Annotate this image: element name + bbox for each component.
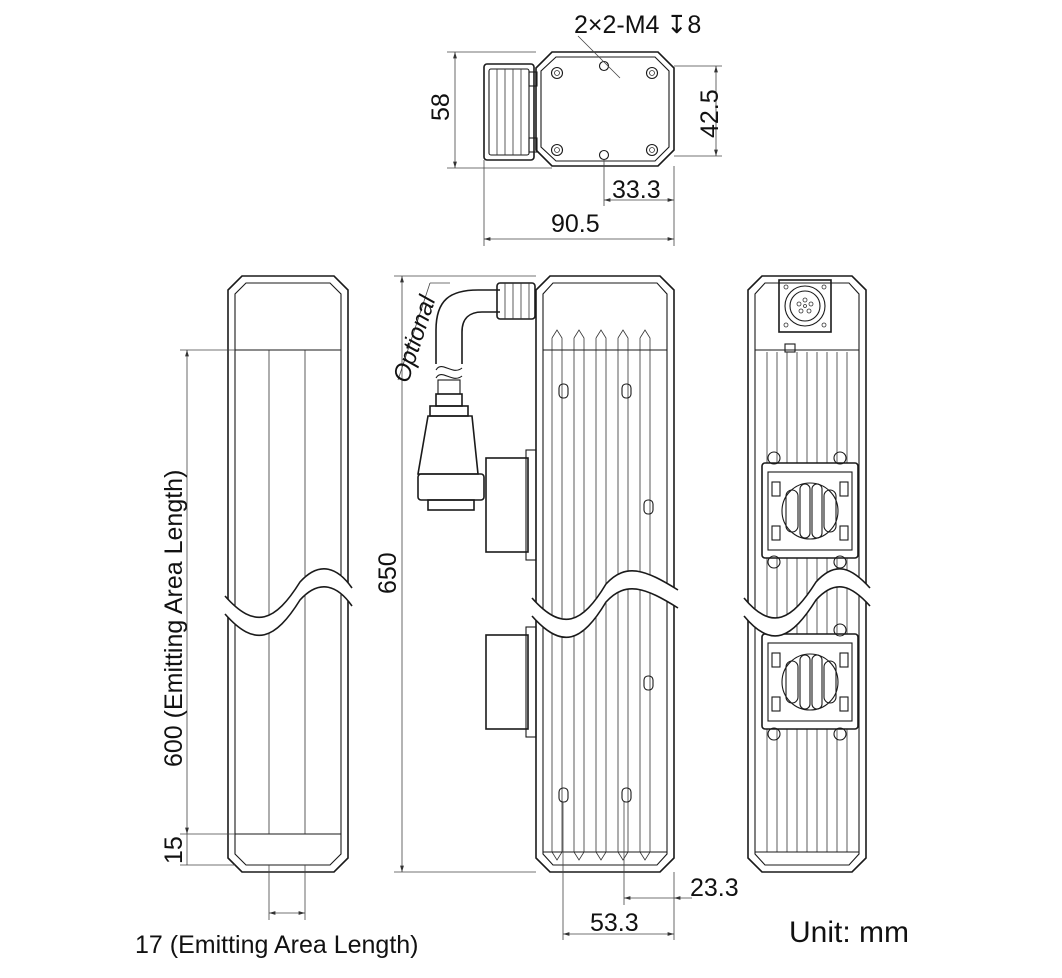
height-42-5-label: 42.5 — [696, 89, 724, 138]
optional-label: Optional — [388, 292, 442, 386]
front-view-dimensions — [180, 349, 306, 920]
width-23-3-label: 23.3 — [690, 874, 739, 902]
dimension-labels: 2×2-M4 ↧8 58 42.5 33.3 90.5 600 (Emittin… — [135, 11, 909, 959]
top-end-view — [483, 35, 675, 167]
width-90-5-label: 90.5 — [551, 210, 600, 238]
length-650-label: 650 — [374, 552, 402, 594]
offset-15-label: 15 — [160, 836, 188, 864]
fan-module-upper — [761, 451, 859, 569]
height-58-label: 58 — [427, 93, 455, 121]
unit-label: Unit: mm — [789, 916, 909, 949]
rear-view — [743, 275, 871, 873]
thread-spec-label: 2×2-M4 ↧8 — [574, 11, 701, 39]
side-view-dimensions — [394, 275, 692, 940]
emitting-length-600-label: 600 (Emitting Area Length) — [160, 470, 188, 767]
width-33-3-label: 33.3 — [612, 176, 661, 204]
heat-sink-fins — [551, 329, 651, 861]
width-53-3-label: 53.3 — [590, 909, 639, 937]
top-view-dimensions — [447, 51, 722, 246]
fan-module-lower — [761, 623, 859, 741]
mounting-holes — [558, 383, 654, 803]
front-view-emitting-face — [224, 275, 353, 873]
emitting-width-17-label: 17 (Emitting Area Length) — [135, 931, 419, 959]
side-view — [417, 275, 679, 873]
